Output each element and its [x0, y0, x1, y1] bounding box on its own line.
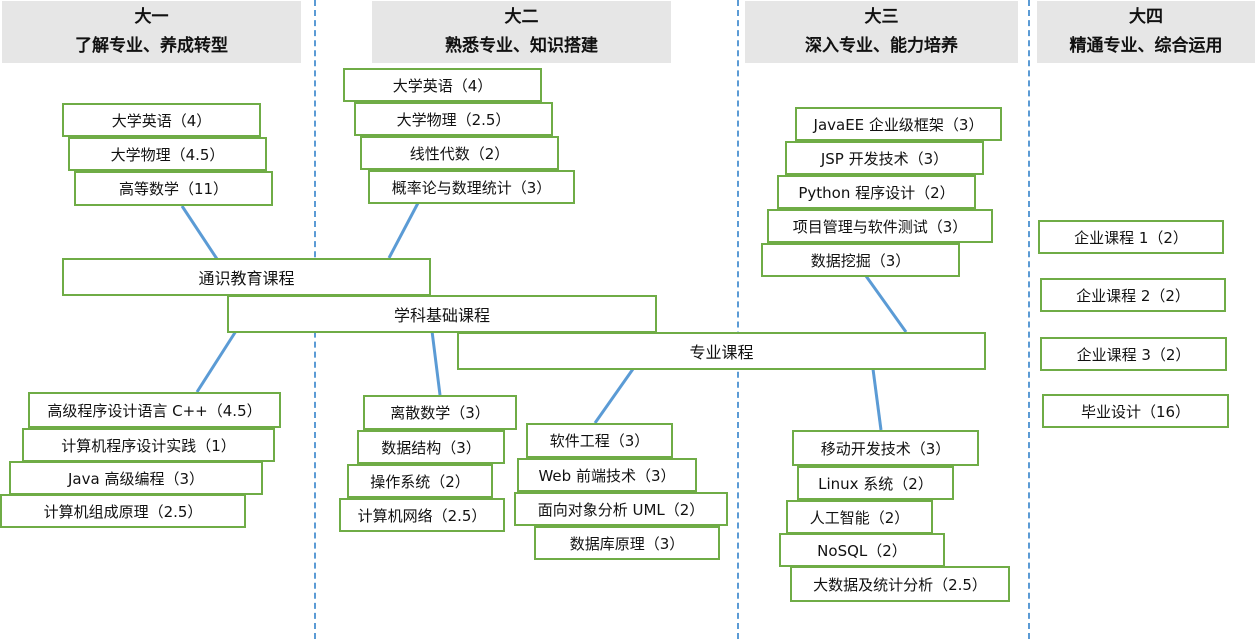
course-box: 移动开发技术（3） — [792, 430, 979, 466]
hub-general-education: 通识教育课程 — [62, 258, 431, 296]
course-box: 软件工程（3） — [526, 423, 673, 458]
course-box: 大学物理（2.5） — [354, 102, 553, 136]
course-box: 大学英语（4） — [62, 103, 261, 137]
course-box: 人工智能（2） — [786, 500, 933, 534]
year-header-4: 大四 精通专业、综合运用 — [1037, 1, 1255, 63]
course-box: 数据库原理（3） — [534, 526, 720, 560]
course-box: 离散数学（3） — [363, 395, 517, 430]
connector-y3-bottom — [871, 368, 883, 431]
year-header-2: 大二 熟悉专业、知识搭建 — [372, 1, 671, 63]
year-subtitle: 精通专业、综合运用 — [1069, 36, 1223, 56]
hub-discipline-foundation: 学科基础课程 — [227, 295, 657, 333]
course-box: JSP 开发技术（3） — [785, 141, 984, 175]
course-box: Web 前端技术（3） — [517, 458, 697, 492]
connector-y1-bottom — [195, 330, 238, 393]
course-box: 数据挖掘（3） — [761, 243, 960, 277]
course-box: JavaEE 企业级框架（3） — [795, 107, 1002, 141]
course-box: 计算机程序设计实践（1） — [22, 428, 275, 462]
course-box: 企业课程 1（2） — [1038, 220, 1224, 254]
course-box: 计算机组成原理（2.5） — [0, 494, 246, 528]
year-subtitle: 了解专业、养成转型 — [75, 36, 228, 56]
course-box: 大学物理（4.5） — [68, 137, 267, 171]
course-box: 操作系统（2） — [347, 464, 493, 498]
course-box: 企业课程 2（2） — [1040, 278, 1226, 312]
connector-y2-bottom-a — [430, 330, 442, 396]
course-box: 概率论与数理统计（3） — [368, 170, 575, 204]
course-box: 线性代数（2） — [360, 136, 559, 170]
course-box: Linux 系统（2） — [797, 466, 954, 500]
year-subtitle: 熟悉专业、知识搭建 — [445, 36, 598, 56]
course-box: 面向对象分析 UML（2） — [514, 492, 728, 526]
connector-y2-top — [387, 202, 420, 259]
course-box: 计算机网络（2.5） — [339, 498, 505, 532]
course-box: 大数据及统计分析（2.5） — [790, 566, 1010, 602]
course-box: 项目管理与软件测试（3） — [767, 209, 993, 243]
year-divider-2 — [737, 0, 739, 639]
hub-major-courses: 专业课程 — [457, 332, 986, 370]
course-box: 高等数学（11） — [74, 171, 273, 206]
course-box: 毕业设计（16） — [1042, 394, 1229, 428]
course-box: 高级程序设计语言 C++（4.5） — [28, 392, 281, 428]
course-box: NoSQL（2） — [779, 533, 945, 567]
year-header-3: 大三 深入专业、能力培养 — [745, 1, 1018, 63]
year-divider-3 — [1028, 0, 1030, 639]
year-title: 大四 — [1129, 7, 1163, 27]
year-title: 大三 — [864, 7, 899, 27]
year-subtitle: 深入专业、能力培养 — [805, 36, 958, 56]
connector-y1-top — [180, 205, 219, 260]
course-box: 企业课程 3（2） — [1040, 337, 1227, 371]
year-title: 大一 — [134, 7, 169, 27]
connector-y3-top — [864, 275, 908, 333]
course-box: 数据结构（3） — [357, 430, 505, 464]
year-header-1: 大一 了解专业、养成转型 — [2, 1, 301, 63]
course-box: Python 程序设计（2） — [777, 175, 976, 209]
course-box: Java 高级编程（3） — [9, 461, 263, 495]
year-title: 大二 — [504, 7, 539, 27]
course-box: 大学英语（4） — [343, 68, 542, 102]
connector-y2-bottom-b — [593, 368, 635, 424]
